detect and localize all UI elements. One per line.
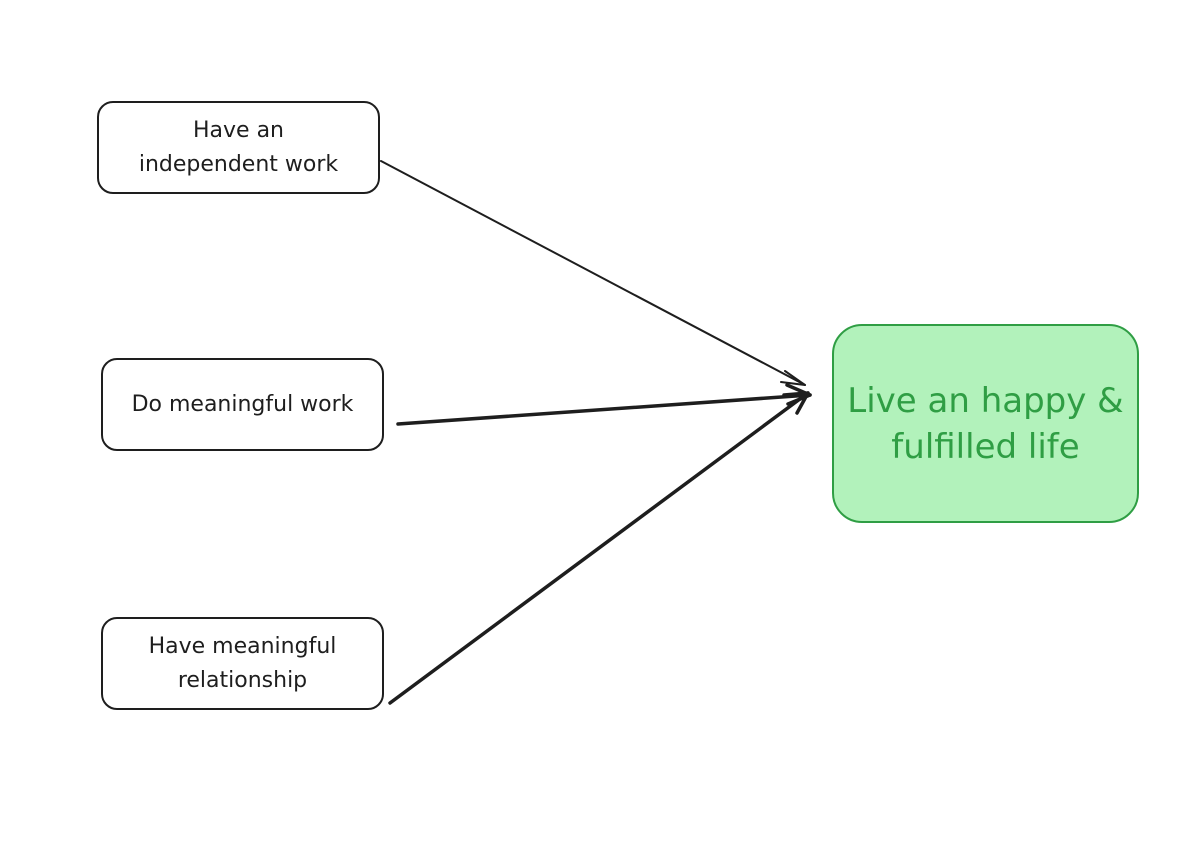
node-goal[interactable]: Live an happy & fulfilled life [832,324,1139,523]
edge-independent-to-goal [380,160,806,386]
node-meaningful-work[interactable]: Do meaningful work [101,358,384,451]
edge-meaningful-work-to-goal [396,383,812,426]
node-meaningful-work-label: Do meaningful work [131,391,354,417]
node-meaningful-relationship-label: Have meaningful relationship [148,633,337,693]
node-goal-label: Live an happy & fulfilled life [847,380,1124,467]
edge-relationship-to-goal [388,391,810,705]
node-meaningful-relationship[interactable]: Have meaningful relationship [101,617,384,710]
node-independent-work-label: Have an independent work [138,117,339,177]
node-independent-work[interactable]: Have an independent work [97,101,380,194]
